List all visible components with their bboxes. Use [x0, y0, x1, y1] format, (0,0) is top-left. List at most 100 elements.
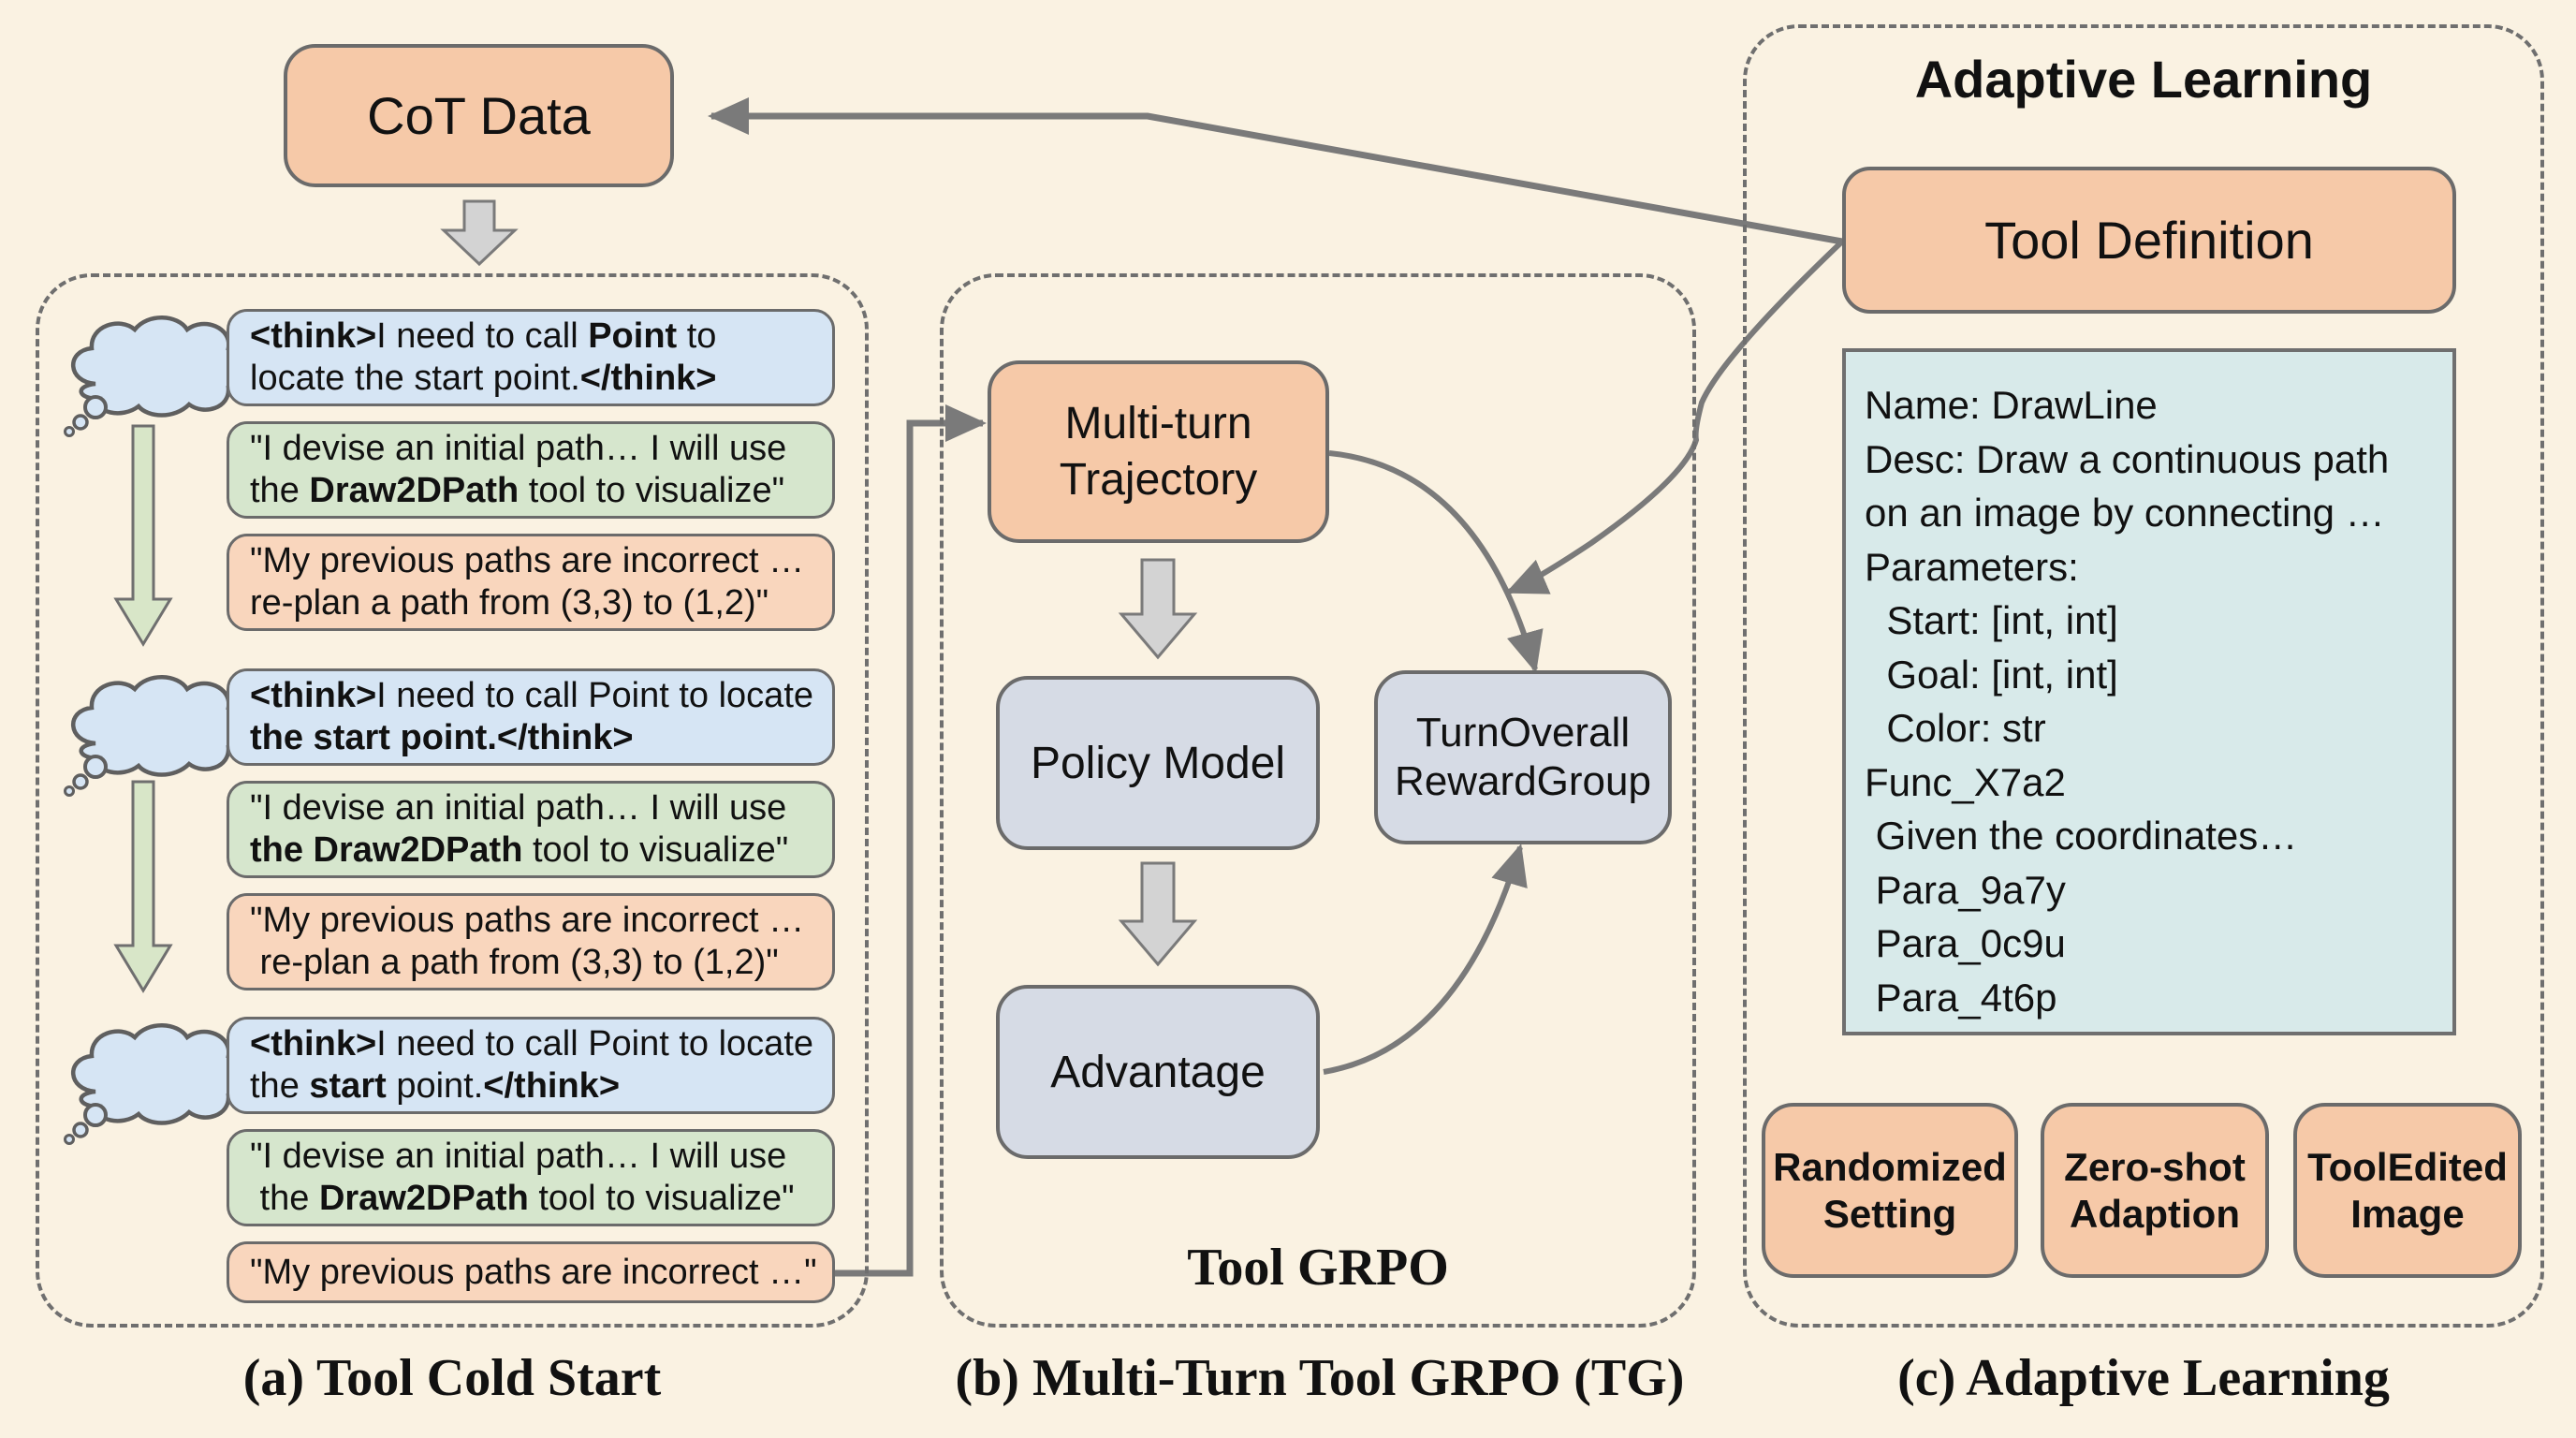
- text: "I devise an initial path… I will use: [250, 429, 787, 468]
- reward-group-label: TurnOverall RewardGroup: [1395, 710, 1651, 804]
- text: "My previous paths are incorrect …": [250, 1252, 817, 1292]
- text: re-plan a path from (3,3) to (1,2)": [250, 943, 779, 982]
- bold-text: the start point.</think>: [250, 718, 634, 757]
- message-line: the Draw2DPath tool to visualize": [250, 1178, 812, 1220]
- advantage-label: Advantage: [1050, 1047, 1266, 1097]
- message-line: <think>I need to call Point to locate: [250, 675, 814, 717]
- replan-message: "My previous paths are incorrect …": [227, 1241, 835, 1303]
- replan-message: "My previous paths are incorrect …re-pla…: [227, 534, 835, 631]
- thought-cloud-icon: [64, 1023, 248, 1145]
- devise-path-message: "I devise an initial path… I will use th…: [227, 1129, 835, 1226]
- tool-definition-label: Tool Definition: [1984, 211, 2314, 270]
- green-arrow-down-1: [113, 424, 173, 647]
- block-arrow-policy-to-advantage: [1118, 861, 1198, 967]
- tool-spec-line: Name: DrawLine: [1865, 383, 2158, 427]
- caption-multi-turn-tool-grpo: (b) Multi-Turn Tool GRPO (TG): [955, 1349, 1685, 1407]
- text: the: [250, 471, 310, 510]
- caption-tool-cold-start: (a) Tool Cold Start: [242, 1349, 662, 1407]
- message-line: the Draw2DPath tool to visualize": [250, 470, 812, 512]
- thought-cloud-icon: [64, 315, 248, 437]
- green-arrow-down-2: [113, 780, 173, 993]
- bold-text: Draw2DPath: [309, 471, 520, 510]
- text: tool to visualize": [528, 1179, 795, 1218]
- message-line: re-plan a path from (3,3) to (1,2)": [250, 582, 812, 624]
- block-arrow-cot-down: [440, 199, 519, 267]
- zero-shot-adaption-box[interactable]: Zero-shot Adaption: [2041, 1103, 2269, 1278]
- arrow-tooldef-to-cotdata: [708, 97, 1843, 245]
- panel-adaptive-learning: [1743, 24, 2544, 1328]
- strategy-label: Randomized Setting: [1773, 1144, 2007, 1236]
- tool-definition-box[interactable]: Tool Definition: [1842, 167, 2456, 314]
- caption-adaptive-learning: (c) Adaptive Learning: [1897, 1349, 2390, 1407]
- tool-spec-line: Parameters:: [1865, 544, 2079, 589]
- bold-text: <think>: [250, 316, 377, 356]
- tool-spec-line: Para_4t6p: [1865, 975, 2057, 1020]
- text: tool to visualize": [522, 830, 789, 870]
- replan-message: "My previous paths are incorrect … re-pl…: [227, 893, 835, 990]
- text: "I devise an initial path… I will use: [250, 788, 787, 828]
- tool-spec-line: on an image by connecting …: [1865, 491, 2385, 535]
- text: locate the start point.: [250, 359, 580, 398]
- panel-tool-grpo: [940, 273, 1696, 1328]
- bold-text: <think>: [250, 676, 377, 715]
- message-line: "I devise an initial path… I will use: [250, 787, 812, 829]
- message-line: "I devise an initial path… I will use: [250, 1136, 812, 1178]
- randomized-setting-box[interactable]: Randomized Setting: [1762, 1103, 2018, 1278]
- adaptive-learning-title: Adaptive Learning: [1914, 50, 2373, 109]
- message-line: re-plan a path from (3,3) to (1,2)": [250, 942, 812, 984]
- message-line: <think>I need to call Point to locate: [250, 1023, 813, 1065]
- cot-data-label: CoT Data: [367, 86, 591, 145]
- message-line: the start point.</think>: [250, 717, 812, 759]
- bold-text: Point: [588, 316, 678, 356]
- panel-tool-cold-start: [36, 273, 869, 1328]
- message-line: "I devise an initial path… I will use: [250, 428, 812, 470]
- text: the: [250, 1179, 319, 1218]
- bold-text: </think>: [483, 1066, 621, 1106]
- tool-spec-line: Color: str: [1865, 706, 2046, 750]
- bold-text: the Draw2DPath: [250, 830, 523, 870]
- tool-spec-line: Para_9a7y: [1865, 867, 2066, 912]
- message-line: "My previous paths are incorrect …: [250, 900, 812, 942]
- policy-model-box[interactable]: Policy Model: [996, 676, 1320, 850]
- strategy-label: Zero-shot Adaption: [2064, 1144, 2246, 1236]
- arrow-coldstart-to-trajectory: [835, 404, 987, 1277]
- strategy-label: ToolEdited Image: [2307, 1144, 2508, 1236]
- tool-grpo-title: Tool GRPO: [1187, 1239, 1449, 1297]
- arrow-advantage-to-reward: [1323, 844, 1528, 1075]
- cot-data-box[interactable]: CoT Data: [284, 44, 674, 187]
- arrow-trajectory-to-reward: [1328, 450, 1544, 673]
- bold-text: </think>: [579, 359, 717, 398]
- tool-spec-line: Start: [int, int]: [1865, 598, 2118, 642]
- message-line: locate the start point.</think>: [250, 358, 812, 400]
- advantage-box[interactable]: Advantage: [996, 985, 1320, 1159]
- message-line: the start point.</think>: [250, 1065, 812, 1108]
- text: I need to call: [376, 316, 589, 356]
- text: tool to visualize": [519, 471, 785, 510]
- tool-spec-line: Desc: Draw a continuous path: [1865, 436, 2390, 481]
- text: point.: [386, 1066, 484, 1106]
- message-line: the Draw2DPath tool to visualize": [250, 829, 812, 872]
- tool-spec-line: Para_0c9u: [1865, 921, 2066, 965]
- bold-text: Draw2DPath: [318, 1179, 529, 1218]
- block-arrow-traj-to-policy: [1118, 558, 1198, 660]
- message-line: "My previous paths are incorrect …": [250, 1252, 817, 1294]
- bold-text: <think>: [250, 1024, 377, 1064]
- multi-turn-trajectory-box[interactable]: Multi-turn Trajectory: [988, 360, 1329, 543]
- text: "My previous paths are incorrect …: [250, 901, 805, 940]
- message-line: "My previous paths are incorrect …: [250, 540, 812, 582]
- text: re-plan a path from (3,3) to (1,2)": [250, 583, 769, 623]
- multi-turn-trajectory-label: Multi-turn Trajectory: [1059, 398, 1258, 505]
- text: the: [250, 1066, 310, 1106]
- tool-spec-line: Func_X7a2: [1865, 759, 2066, 804]
- tool-spec-line: Given the coordinates…: [1865, 814, 2298, 858]
- reward-group-box[interactable]: TurnOverall RewardGroup: [1374, 670, 1672, 844]
- message-line: <think>I need to call Point to: [250, 315, 812, 358]
- tool-edited-image-box[interactable]: ToolEdited Image: [2293, 1103, 2522, 1278]
- text: I need to call Point to locate: [376, 676, 814, 715]
